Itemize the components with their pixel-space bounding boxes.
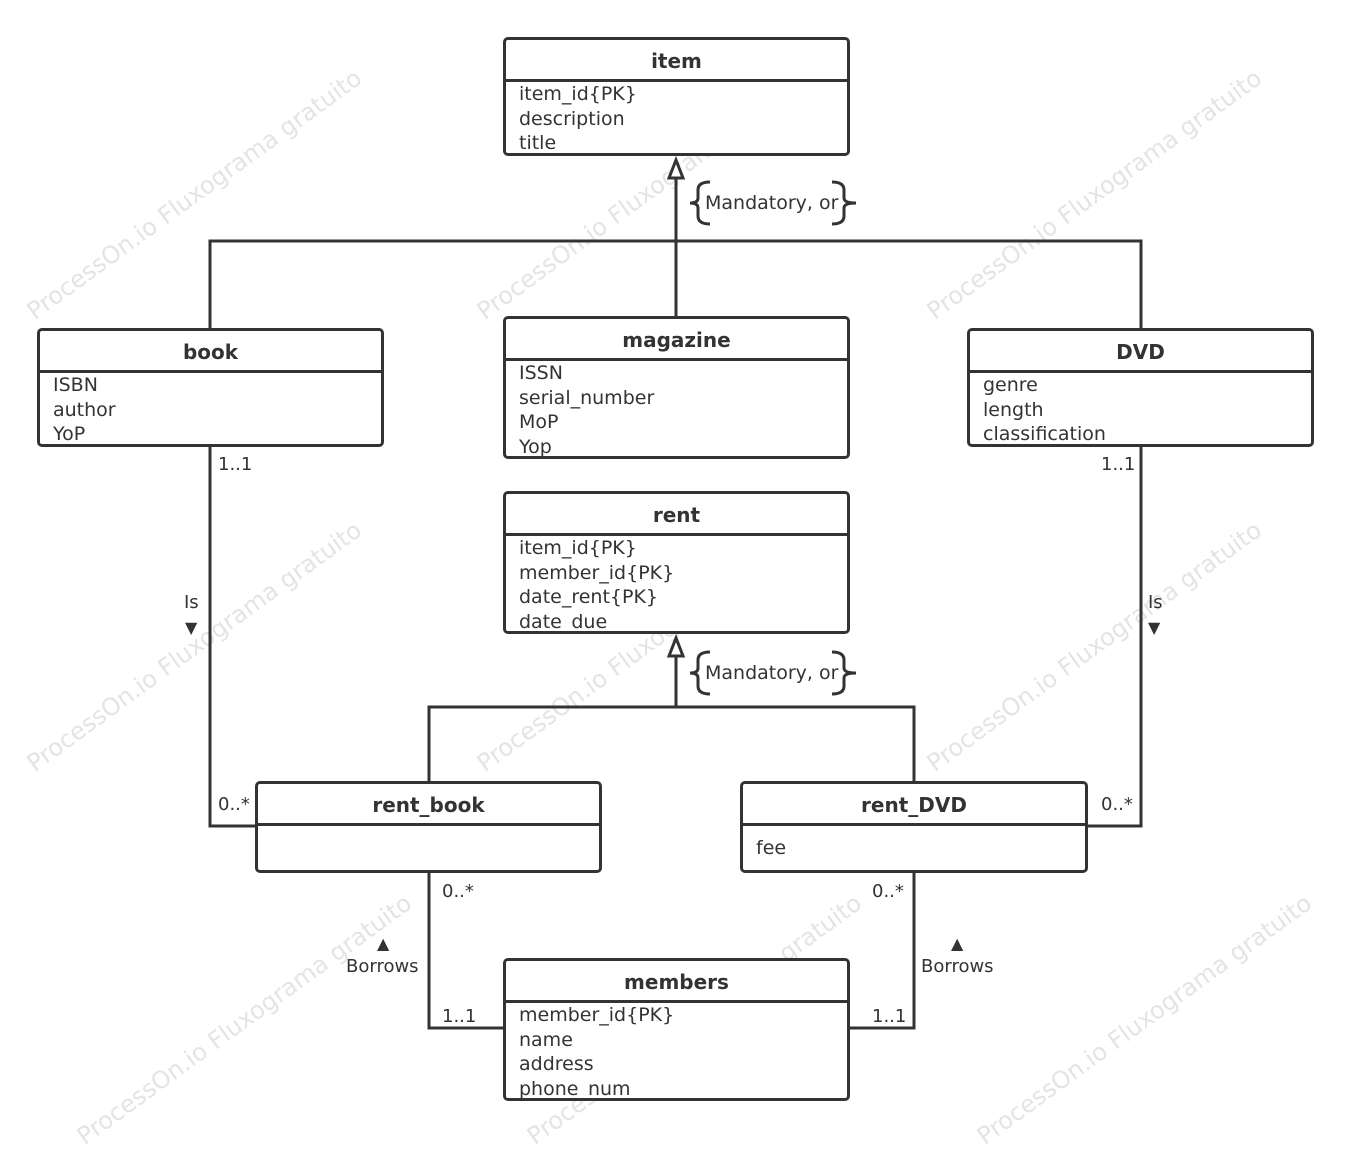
down-triangle-icon: ▼ [1148, 618, 1161, 637]
generalization-branch-rent [427, 705, 916, 781]
constraint-brace-item-right [831, 180, 857, 226]
constraint-brace-item [689, 180, 711, 226]
entity-dvd[interactable]: DVD genre length classification [967, 328, 1314, 447]
entity-book-name: book [40, 331, 381, 373]
generalization-arrowhead-rent [666, 633, 686, 658]
entity-members-name: members [506, 961, 847, 1003]
entity-attribute: title [519, 132, 557, 154]
entity-members[interactable]: members member_id{PK} name address phone… [503, 958, 850, 1101]
association-rentdvd-members [849, 871, 916, 1030]
entity-attribute: address [519, 1053, 594, 1075]
relationship-label: Borrows [921, 956, 994, 977]
entity-magazine[interactable]: magazine ISSN serial_number MoP Yop [503, 316, 850, 459]
association-rentbook-members [427, 871, 504, 1030]
entity-attribute: genre [983, 374, 1038, 396]
entity-attribute: date_due [519, 610, 608, 633]
entity-attribute: length [983, 398, 1044, 421]
entity-attribute: date_rent{PK} [519, 586, 659, 608]
cardinality-label: 0..* [218, 794, 250, 815]
cardinality-label: 0..* [1101, 794, 1133, 815]
up-triangle-icon: ▲ [951, 934, 964, 953]
entity-rent-name: rent [506, 494, 847, 536]
entity-attribute: Yop [519, 435, 552, 458]
entity-attribute: MoP [519, 411, 559, 433]
entity-attribute: member_id{PK} [519, 1004, 675, 1026]
entity-item-name: item [506, 40, 847, 82]
entity-rent-book[interactable]: rent_book [255, 781, 602, 873]
entity-item[interactable]: item item_id{PK} description title [503, 37, 850, 156]
cardinality-label: 1..1 [872, 1006, 907, 1027]
entity-attribute: description [519, 107, 625, 130]
entity-attribute: ISBN [53, 374, 98, 396]
cardinality-label: 0..* [872, 881, 904, 902]
entity-rent[interactable]: rent item_id{PK} member_id{PK} date_rent… [503, 491, 850, 634]
association-dvd-rentdvd [1087, 446, 1143, 828]
entity-rent-dvd-name: rent_DVD [743, 784, 1085, 826]
relationship-label: Borrows [346, 956, 419, 977]
entity-attribute: name [519, 1028, 573, 1051]
entity-rent-book-name: rent_book [258, 784, 599, 826]
generalization-arrowhead-item [666, 155, 686, 180]
entity-dvd-name: DVD [970, 331, 1311, 373]
entity-attribute: ISSN [519, 362, 563, 384]
entity-attribute: YoP [53, 423, 86, 445]
cardinality-label: 1..1 [218, 454, 253, 475]
cardinality-label: 1..1 [1101, 454, 1136, 475]
down-triangle-icon: ▼ [185, 618, 198, 637]
relationship-label: Is [1148, 592, 1163, 613]
entity-attribute: item_id{PK} [519, 537, 637, 559]
constraint-label-item: Mandatory, or [705, 192, 839, 214]
relationship-label: Is [184, 592, 199, 613]
constraint-label-rent: Mandatory, or [705, 662, 839, 684]
up-triangle-icon: ▲ [377, 934, 390, 953]
entity-attribute: item_id{PK} [519, 83, 637, 105]
entity-book[interactable]: book ISBN author YoP [37, 328, 384, 447]
cardinality-label: 1..1 [442, 1006, 477, 1027]
constraint-brace-rent [689, 650, 711, 696]
constraint-brace-rent-right [831, 650, 857, 696]
entity-attribute: classification [983, 423, 1106, 445]
entity-magazine-name: magazine [506, 319, 847, 361]
entity-attribute: member_id{PK} [519, 561, 675, 584]
generalization-branch-item [208, 239, 1143, 328]
entity-attribute: fee [756, 837, 787, 859]
entity-attribute: phone_num [519, 1077, 631, 1100]
entity-rent-dvd[interactable]: rent_DVD fee [740, 781, 1088, 873]
entity-attribute: author [53, 398, 116, 421]
entity-attribute: serial_number [519, 386, 655, 409]
association-book-rentbook [208, 446, 256, 828]
cardinality-label: 0..* [442, 881, 474, 902]
